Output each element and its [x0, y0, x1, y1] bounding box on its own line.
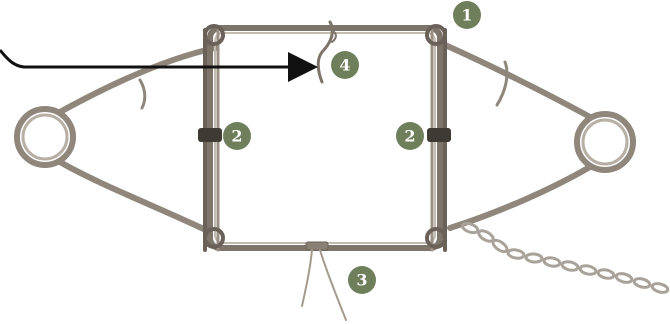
- left-spring-eye: [17, 109, 73, 165]
- callout-1: 1: [453, 1, 481, 29]
- chain-link: [597, 268, 614, 279]
- callout-3: 3: [348, 266, 376, 294]
- left-spring-upper-arm: [60, 48, 215, 112]
- right-spring-eye: [577, 114, 633, 170]
- chain-link: [543, 257, 560, 268]
- bottom-trigger: [302, 242, 346, 320]
- callout-number: 2: [404, 127, 415, 146]
- chain-link: [507, 249, 524, 260]
- callout-number: 4: [339, 56, 350, 75]
- callout-4: 4: [331, 51, 359, 79]
- left-latch: [198, 128, 222, 142]
- chain-link: [461, 222, 479, 235]
- chain-link: [633, 277, 651, 289]
- chain-link: [526, 253, 543, 262]
- left-spring-hook: [140, 80, 145, 108]
- left-spring-lower-arm: [60, 162, 210, 232]
- right-spring-eye-inner: [583, 120, 627, 164]
- callout-number: 3: [356, 271, 367, 290]
- right-latch: [427, 128, 451, 142]
- callout-number: 1: [461, 6, 472, 25]
- bottom-wire-right: [320, 250, 346, 320]
- left-spring: [17, 48, 215, 232]
- bottom-clip: [306, 242, 328, 250]
- chain-link: [651, 282, 669, 294]
- chain-link: [491, 238, 509, 254]
- chain-link: [579, 264, 596, 275]
- right-spring: [445, 45, 633, 228]
- callout-2-left: 2: [223, 122, 251, 150]
- right-spring-upper-arm: [445, 45, 590, 117]
- left-spring-eye-inner: [23, 115, 67, 159]
- bottom-wire-left: [302, 250, 312, 306]
- chain-link: [615, 272, 633, 284]
- chain-link: [561, 260, 578, 271]
- callout-number: 2: [231, 127, 242, 146]
- callout-2-right: 2: [396, 122, 424, 150]
- chain: [461, 222, 669, 294]
- right-spring-lower-arm: [450, 167, 590, 228]
